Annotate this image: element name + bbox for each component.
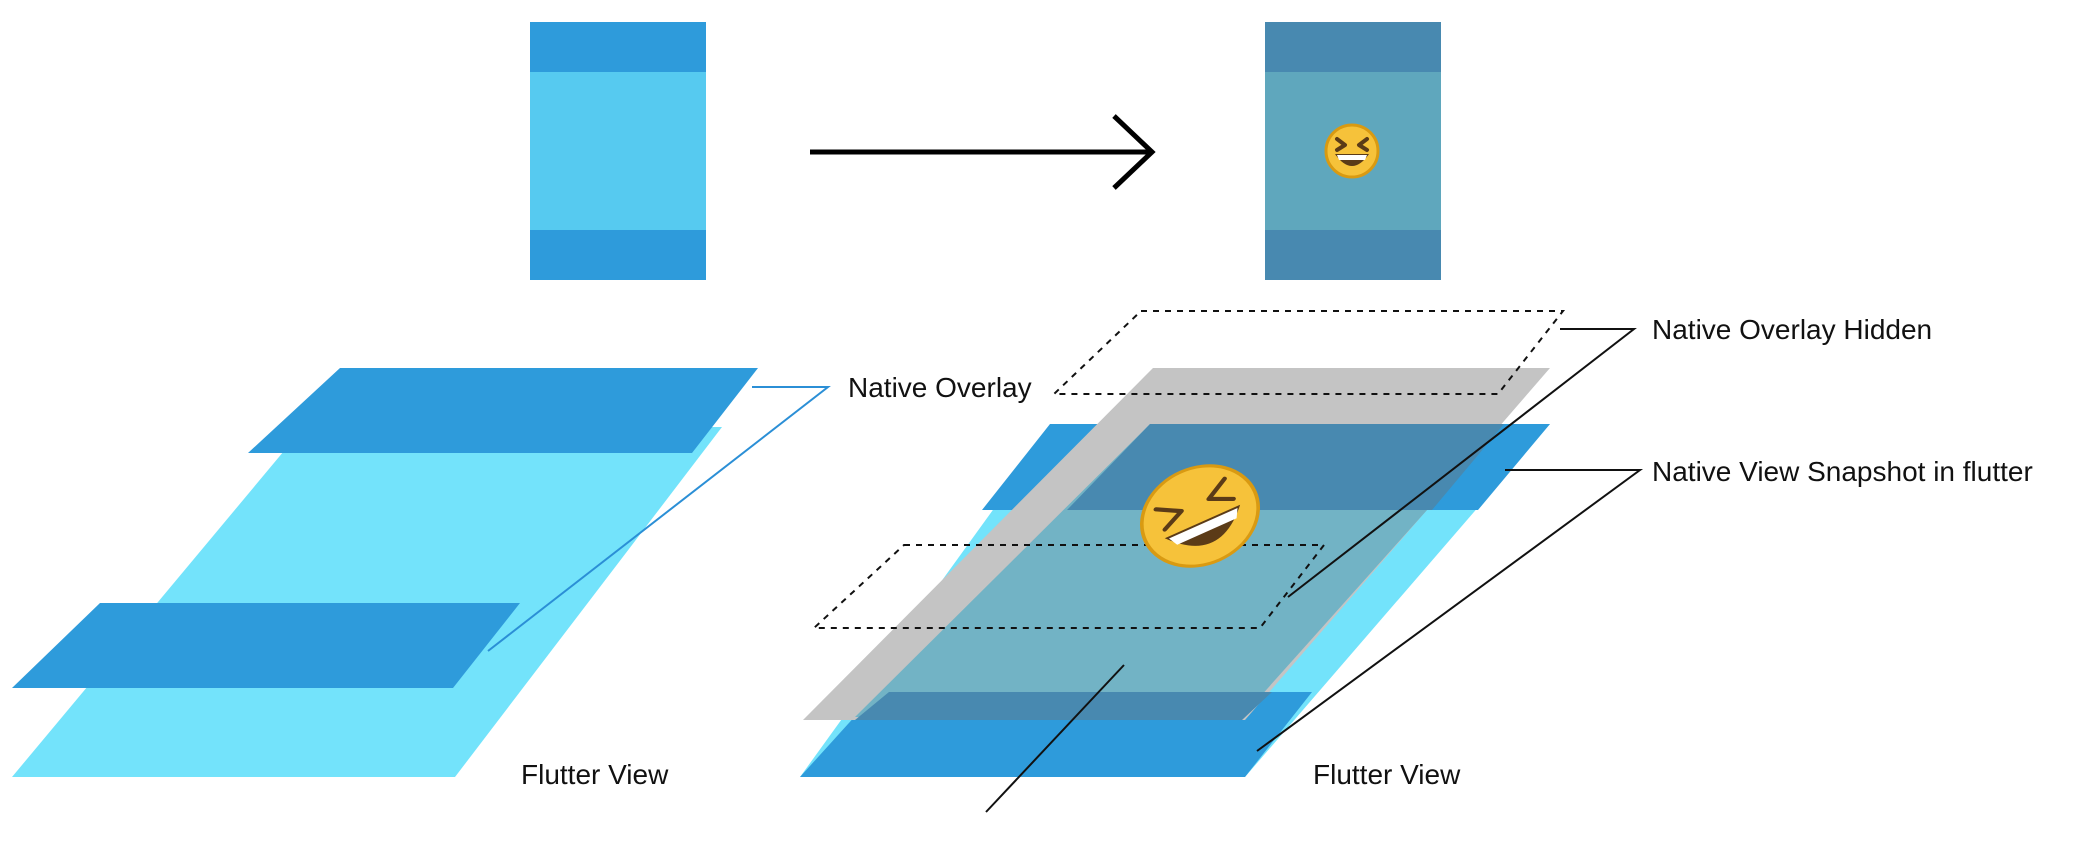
emoji-large-face bbox=[1139, 464, 1261, 568]
phone-before bbox=[530, 22, 706, 280]
emoji-large-left-eye bbox=[1153, 507, 1184, 532]
native-view-snapshot-leader-line bbox=[1256, 469, 1644, 752]
hidden-overlay-outline-top bbox=[1051, 310, 1566, 395]
left-flutter-view-layer bbox=[12, 427, 722, 777]
native-view-snapshot-label: Native View Snapshot in flutter bbox=[1652, 456, 2033, 487]
emoji-small-left-eye bbox=[1335, 137, 1347, 152]
phone-after-bottom-bar bbox=[1265, 230, 1441, 280]
native-overlay-hidden-label: Native Overlay Hidden bbox=[1652, 314, 1932, 345]
phone-after-top-bar bbox=[1265, 22, 1441, 72]
transition-arrow bbox=[810, 114, 1156, 190]
emoji-small-face bbox=[1324, 123, 1380, 179]
emoji-large-teeth bbox=[1168, 508, 1238, 545]
snapshot-pointer-line bbox=[985, 664, 1125, 813]
phone-before-bottom-bar bbox=[530, 230, 706, 280]
native-overlay-leader-line bbox=[487, 386, 831, 652]
emoji-large-right-eye bbox=[1206, 476, 1236, 502]
native-overlay-hidden-leader-line bbox=[1287, 328, 1637, 598]
emoji-small-teeth bbox=[1337, 155, 1367, 160]
flutter-view-label-right: Flutter View bbox=[1313, 759, 1461, 790]
right-layer-stack bbox=[800, 310, 1644, 813]
grinning-squinting-face-icon bbox=[1324, 123, 1380, 179]
arrow-head bbox=[1112, 114, 1156, 190]
left-layer-stack bbox=[12, 368, 831, 777]
left-native-overlay-bottom bbox=[12, 603, 520, 688]
phone-before-top-bar bbox=[530, 22, 706, 72]
phone-after bbox=[1265, 22, 1441, 280]
left-native-overlay-top bbox=[248, 368, 758, 453]
grinning-squinting-face-icon bbox=[1139, 464, 1261, 568]
emoji-small-right-eye bbox=[1357, 137, 1369, 152]
flutter-view-label-left: Flutter View bbox=[521, 759, 669, 790]
native-overlay-label: Native Overlay bbox=[848, 372, 1032, 403]
native-view-snapshot-bottom-bar bbox=[855, 692, 1272, 720]
phone-before-body bbox=[530, 72, 706, 230]
